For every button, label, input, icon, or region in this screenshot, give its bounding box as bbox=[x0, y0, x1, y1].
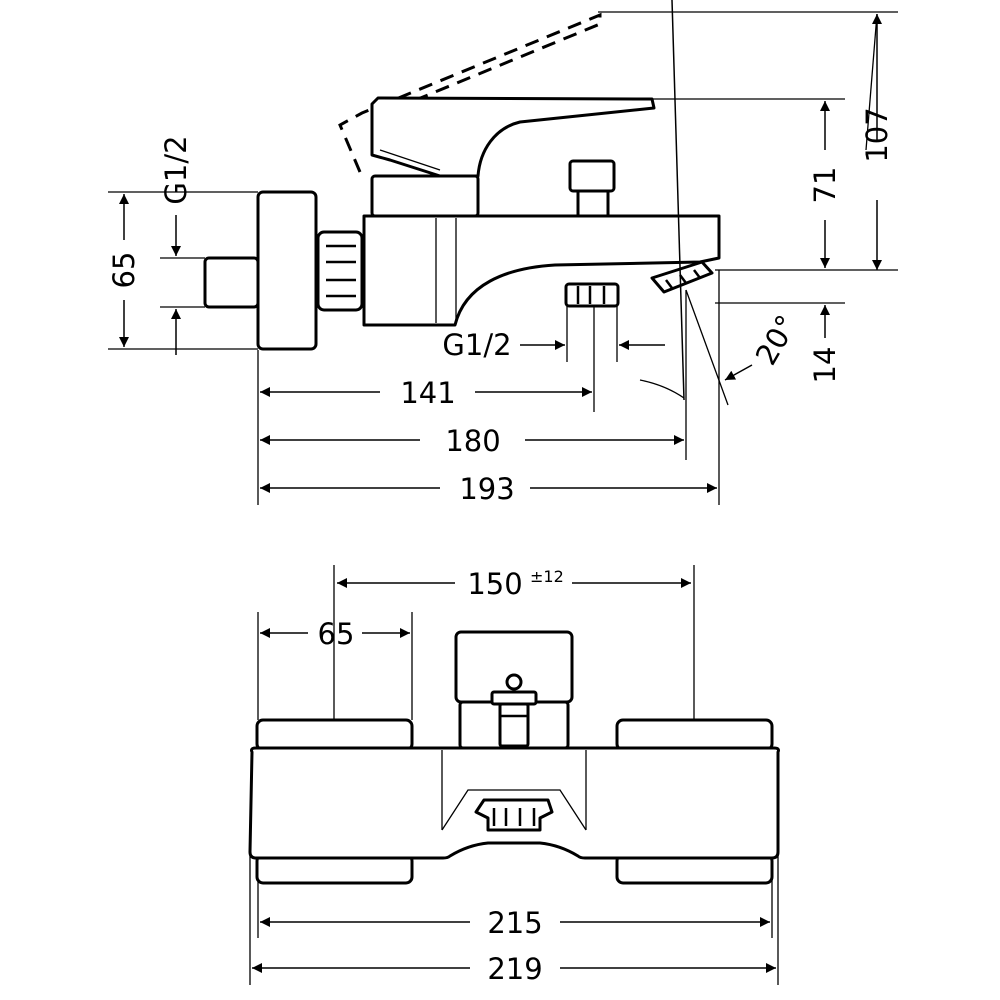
dim-g12-inlet: G1/2 bbox=[159, 135, 193, 355]
dim-65-front: 65 bbox=[260, 617, 410, 651]
right-wall-plate-top bbox=[615, 718, 774, 752]
dim-65-side-label: 65 bbox=[107, 252, 141, 289]
dim-65-side: 65 bbox=[107, 194, 141, 347]
dim-20-label: 20° bbox=[749, 309, 804, 371]
dim-g12-outlet-label: G1/2 bbox=[442, 328, 511, 362]
dim-14: 14 bbox=[808, 305, 842, 383]
dim-150: 150 ±12 bbox=[337, 567, 691, 601]
dim-219: 219 bbox=[252, 952, 776, 986]
dim-107: 107 bbox=[860, 13, 894, 270]
front-aerator bbox=[474, 798, 554, 832]
wall-connector bbox=[203, 256, 260, 309]
threaded-nut bbox=[316, 230, 364, 312]
diverter-stem bbox=[576, 189, 610, 218]
side-view: 107 71 14 20° 65 G1/2 bbox=[107, 0, 898, 506]
dim-65-front-label: 65 bbox=[318, 617, 355, 651]
dim-215-label: 215 bbox=[487, 906, 542, 940]
front-diverter-stem bbox=[498, 702, 530, 748]
dim-20-degree: 20° bbox=[639, 0, 804, 401]
shower-outlet bbox=[564, 282, 620, 308]
side-extension-lines bbox=[108, 11, 898, 505]
dim-141-label: 141 bbox=[400, 376, 455, 410]
left-wall-plate-top bbox=[255, 718, 414, 752]
dim-193-label: 193 bbox=[459, 472, 514, 506]
lever-handle bbox=[370, 96, 656, 178]
dim-193: 193 bbox=[260, 472, 717, 506]
mixer-body bbox=[362, 214, 721, 327]
dim-107-label: 107 bbox=[860, 107, 894, 162]
dim-215: 215 bbox=[260, 906, 770, 940]
diverter-knob bbox=[568, 159, 616, 193]
front-diverter-stem-top bbox=[490, 690, 538, 706]
dim-180: 180 bbox=[260, 424, 684, 458]
dim-71: 71 bbox=[808, 101, 842, 268]
dim-g12-outlet: G1/2 bbox=[442, 328, 665, 362]
cartridge-housing bbox=[370, 174, 480, 218]
dim-71-label: 71 bbox=[808, 167, 842, 204]
dim-g12-inlet-label: G1/2 bbox=[159, 135, 193, 204]
front-diverter-knob bbox=[505, 673, 523, 691]
dim-150-tolerance: ±12 bbox=[530, 567, 564, 586]
dim-14-label: 14 bbox=[808, 347, 842, 384]
dim-141: 141 bbox=[260, 376, 592, 410]
dim-180-label: 180 bbox=[445, 424, 500, 458]
front-view: 150 ±12 65 215 219 bbox=[248, 565, 780, 986]
dim-219-label: 219 bbox=[487, 952, 542, 986]
dim-150-label: 150 bbox=[467, 567, 522, 601]
wall-flange bbox=[256, 190, 318, 351]
